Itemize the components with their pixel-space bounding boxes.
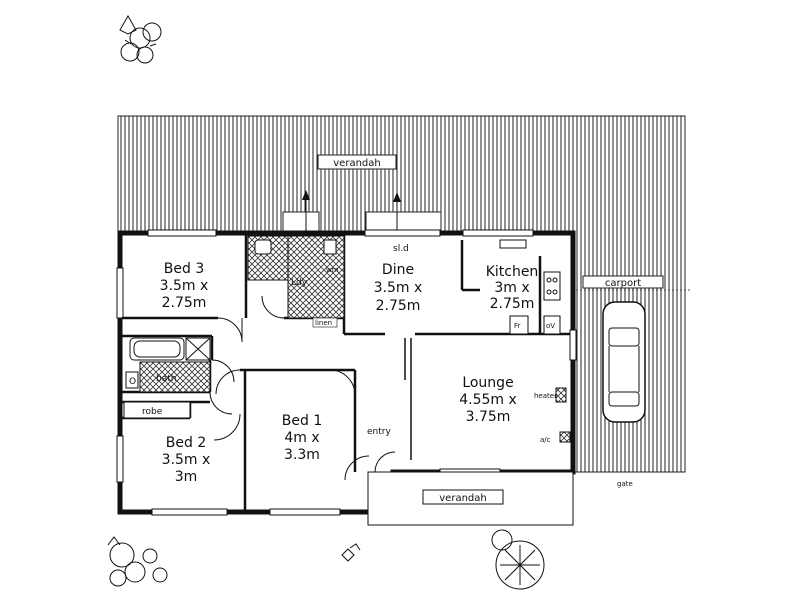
room-bed1-name: Bed 1 xyxy=(282,413,322,429)
room-bed3-size2: 2.75m xyxy=(162,295,207,311)
room-dine-size2: 2.75m xyxy=(376,298,421,314)
room-bed1: Bed 1 4m x 3.3m xyxy=(282,413,322,463)
room-bed1-size1: 4m x xyxy=(284,430,319,446)
room-bed2-size2: 3m xyxy=(175,469,198,485)
car-icon xyxy=(602,301,646,423)
room-dine: Dine 3.5m x 2.75m xyxy=(374,262,423,314)
room-lounge-size2: 3.75m xyxy=(466,409,511,425)
verandah-bottom-label: verandah xyxy=(439,493,486,504)
carport-label: carport xyxy=(605,278,641,289)
gate-label: gate xyxy=(617,480,633,488)
room-bed2-size1: 3.5m x xyxy=(162,452,211,468)
room-lounge-size1: 4.55m x xyxy=(459,392,517,408)
tree-icon xyxy=(491,529,545,590)
shrub-icon xyxy=(341,543,361,562)
linen-label: linen xyxy=(315,319,332,327)
o-label: O xyxy=(129,377,136,387)
verandah-top-label: verandah xyxy=(333,158,380,169)
room-lounge: Lounge 4.55m x 3.75m xyxy=(459,375,517,425)
arrow-up-icon xyxy=(302,190,310,200)
room-dine-name: Dine xyxy=(382,262,414,278)
room-dine-size1: 3.5m x xyxy=(374,280,423,296)
fridge-label: Fr xyxy=(514,322,521,330)
oven-label: oV xyxy=(546,322,555,330)
shrub-icon xyxy=(107,536,168,587)
sliding-door-label: sl.d xyxy=(393,244,409,254)
room-kitchen: Kitchen 3m x 2.75m xyxy=(486,264,539,312)
room-bed1-size2: 3.3m xyxy=(284,447,320,463)
room-lounge-name: Lounge xyxy=(462,375,513,391)
room-kitchen-name: Kitchen xyxy=(486,264,539,280)
room-bed3-size1: 3.5m x xyxy=(160,278,209,294)
bath-label: bath xyxy=(156,374,176,384)
heater-label: heater xyxy=(534,392,557,400)
room-kitchen-size2: 2.75m xyxy=(490,296,535,312)
shrub-icon xyxy=(119,14,162,64)
aircon-label: a/c xyxy=(540,436,551,444)
laundry-label: Ldy xyxy=(291,278,308,288)
robe-label: robe xyxy=(142,407,163,417)
room-bed2-name: Bed 2 xyxy=(166,435,206,451)
washing-machine-label: wm xyxy=(326,266,339,274)
arrow-up-icon xyxy=(393,192,401,202)
verandah-roof-hatch xyxy=(117,115,574,232)
room-bed3-name: Bed 3 xyxy=(164,261,204,277)
entry-label: entry xyxy=(367,427,391,437)
room-kitchen-size1: 3m x xyxy=(494,280,529,296)
room-bed3: Bed 3 3.5m x 2.75m xyxy=(160,261,209,311)
room-bed2: Bed 2 3.5m x 3m xyxy=(162,435,211,485)
fixtures xyxy=(125,239,561,389)
